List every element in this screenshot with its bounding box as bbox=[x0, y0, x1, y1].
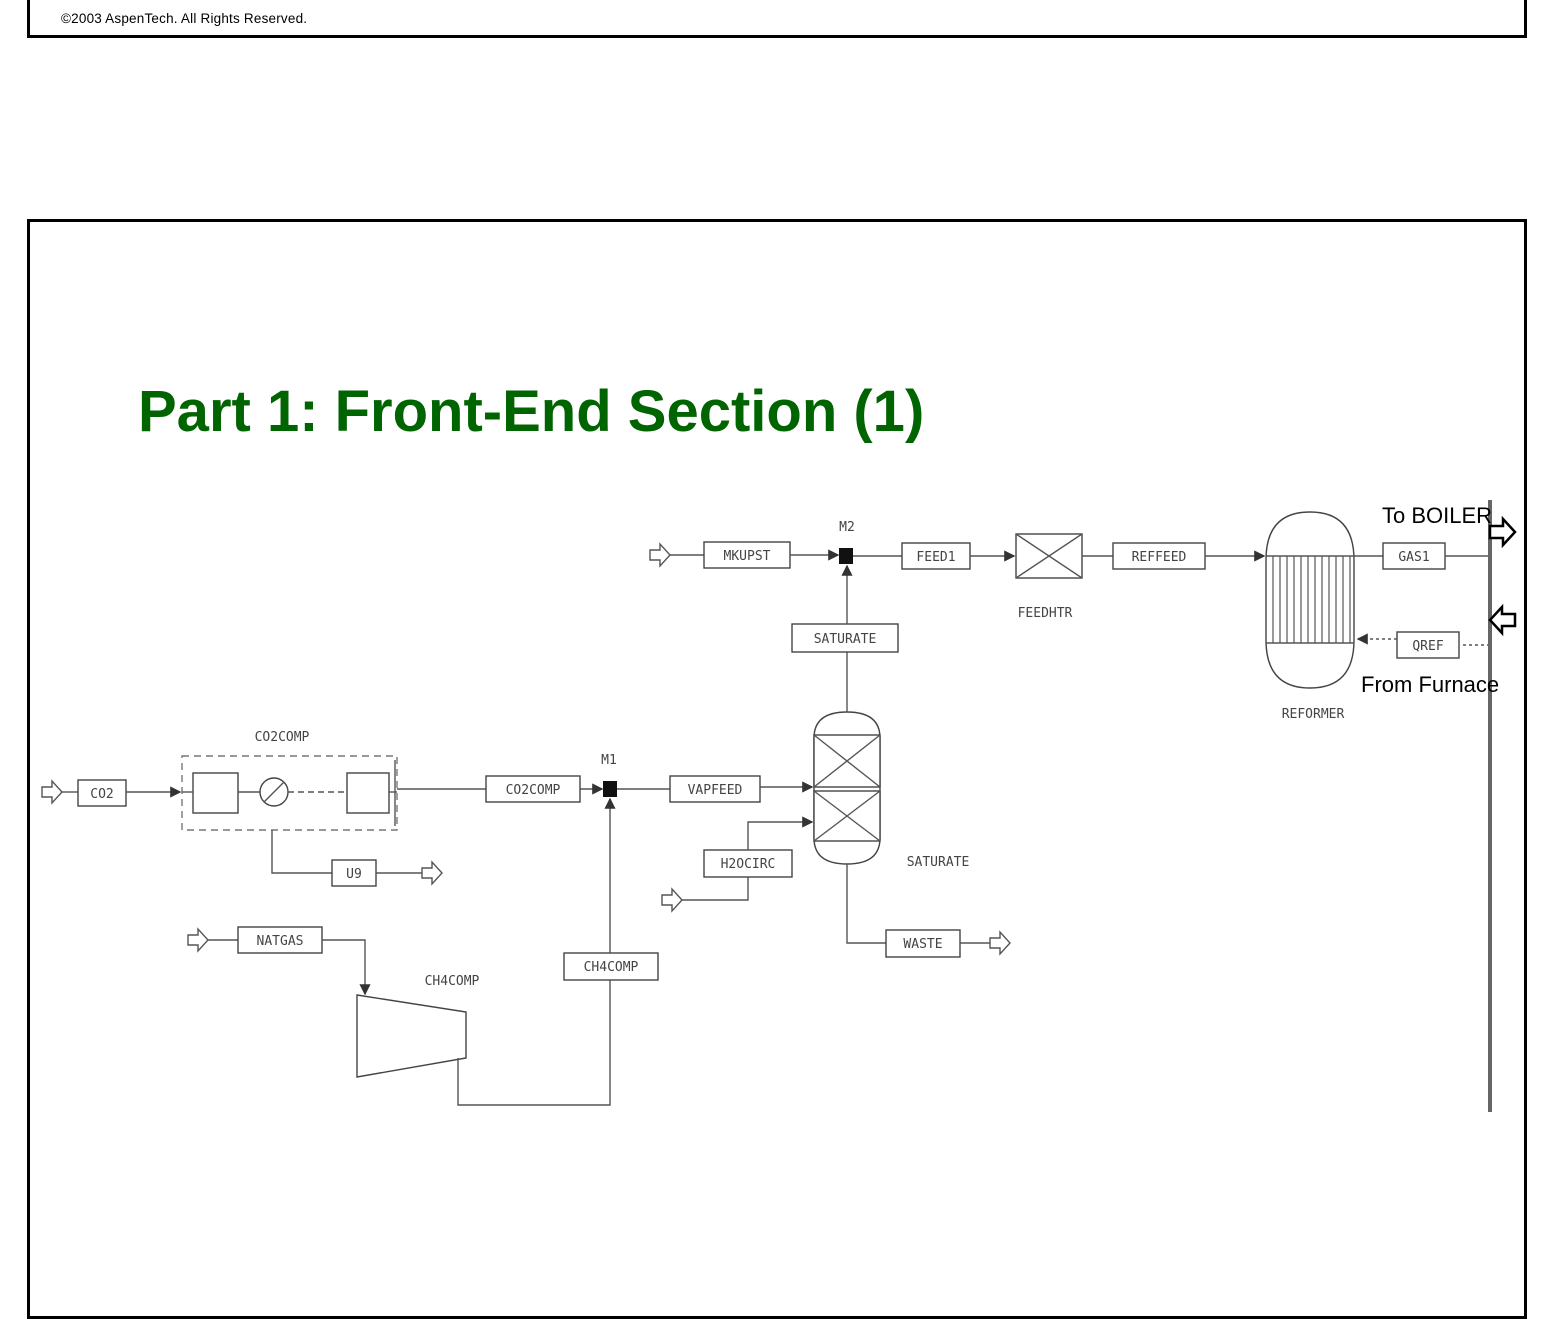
previous-slide-frame: ©2003 AspenTech. All Rights Reserved. bbox=[27, 0, 1527, 38]
stream-mkupst bbox=[703, 541, 791, 569]
stream-h2ocirc bbox=[703, 849, 793, 878]
stream-waste-label: WASTE bbox=[903, 937, 942, 952]
product-arrow-icon bbox=[421, 860, 443, 886]
stream-qref-label: QREF bbox=[1412, 639, 1443, 654]
copyright-text: ©2003 AspenTech. All Rights Reserved. bbox=[61, 11, 308, 26]
slide-title: Part 1: Front-End Section (1) bbox=[138, 379, 925, 444]
to-boiler-label: To BOILER bbox=[1382, 503, 1492, 528]
block-saturate-label: SATURATE bbox=[907, 855, 970, 870]
block-m1 bbox=[603, 781, 617, 797]
stream-saturate bbox=[791, 623, 899, 653]
stream-gas1-label: GAS1 bbox=[1398, 550, 1429, 565]
feed-arrow-icon bbox=[41, 779, 63, 805]
slide-frame bbox=[27, 219, 1527, 1319]
stream-u9-label: U9 bbox=[346, 867, 362, 882]
block-m2-label: M2 bbox=[839, 520, 855, 535]
stream-natgas-label: NATGAS bbox=[257, 934, 304, 949]
feed-arrow-icon bbox=[649, 542, 671, 568]
inlet-arrow-icon bbox=[1488, 603, 1517, 637]
feed-arrow-icon bbox=[187, 927, 209, 953]
stream-feed1-label: FEED1 bbox=[916, 550, 955, 565]
product-arrow-icon bbox=[989, 930, 1011, 956]
stream-ch4comp-label: CH4COMP bbox=[584, 960, 639, 975]
stream-co2 bbox=[77, 779, 127, 807]
stream-u9 bbox=[331, 859, 377, 887]
stream-vapfeed-label: VAPFEED bbox=[688, 783, 743, 798]
block-co2comp bbox=[181, 755, 398, 831]
stream-co2comp bbox=[485, 775, 581, 803]
block-ch4comp bbox=[356, 994, 467, 1078]
block-feedhtr-label: FEEDHTR bbox=[1018, 606, 1073, 621]
block-m2 bbox=[839, 548, 853, 564]
feed-arrow-icon bbox=[661, 887, 683, 913]
stream-saturate-label: SATURATE bbox=[814, 632, 877, 647]
stream-ch4comp bbox=[563, 952, 659, 981]
block-co2comp-label: CO2COMP bbox=[255, 730, 310, 745]
stream-natgas bbox=[237, 926, 323, 954]
block-feedhtr bbox=[1015, 533, 1083, 579]
block-reformer-label: REFORMER bbox=[1282, 707, 1345, 722]
block-saturate bbox=[813, 711, 881, 865]
outlet-arrow-icon bbox=[1488, 515, 1517, 549]
stream-co2-label: CO2 bbox=[90, 787, 113, 802]
stream-waste bbox=[885, 929, 961, 958]
block-ch4comp-label: CH4COMP bbox=[425, 974, 480, 989]
stream-h2ocirc-label: H2OCIRC bbox=[721, 857, 776, 872]
stream-feed1 bbox=[901, 542, 971, 570]
stream-vapfeed bbox=[669, 775, 761, 803]
block-reformer bbox=[1265, 511, 1355, 689]
stream-reffeed-label: REFFEED bbox=[1132, 550, 1187, 565]
stream-co2comp-label: CO2COMP bbox=[506, 783, 561, 798]
stream-reffeed bbox=[1112, 542, 1206, 570]
stream-qref bbox=[1396, 631, 1460, 659]
stream-mkupst-label: MKUPST bbox=[724, 549, 771, 564]
from-furnace-label: From Furnace bbox=[1361, 672, 1499, 697]
block-m1-label: M1 bbox=[601, 753, 617, 768]
